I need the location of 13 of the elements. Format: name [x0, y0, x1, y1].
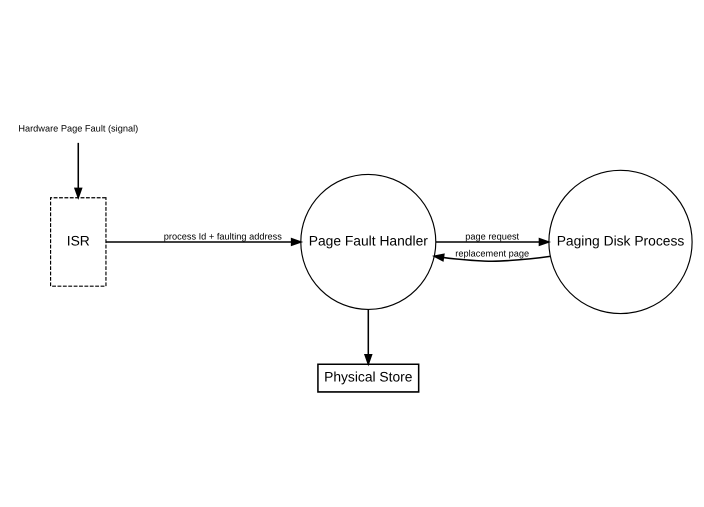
arrow: [364, 309, 373, 366]
node-box: Physical Store: [317, 363, 420, 393]
node-circle: Paging Disk Process: [548, 170, 693, 314]
node-box: ISR: [50, 197, 107, 287]
arrow: [106, 238, 304, 246]
node-circle: Page Fault Handler: [300, 174, 436, 310]
node-text: Hardware Page Fault (signal): [18, 123, 138, 134]
arrow: [432, 253, 550, 262]
edge-label: page request: [465, 231, 520, 242]
edge-label: process Id + faulting address: [164, 231, 282, 242]
edge-label: replacement page: [455, 248, 530, 258]
arrow: [74, 142, 83, 200]
arrow: [436, 238, 552, 246]
